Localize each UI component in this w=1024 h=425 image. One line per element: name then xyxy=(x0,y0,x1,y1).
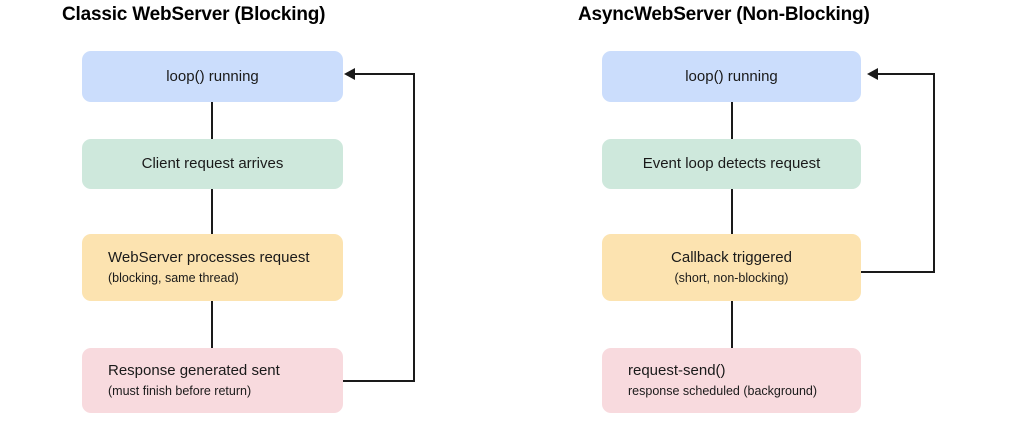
feedback-classic-top-segment xyxy=(353,73,415,75)
feedback-classic-bottom-segment xyxy=(343,380,415,382)
node-subtitle: (blocking, same thread) xyxy=(108,271,239,285)
feedback-async-arrow-icon xyxy=(867,68,878,80)
node-title: Event loop detects request xyxy=(642,155,821,172)
node-title: Response generated sent xyxy=(108,362,280,379)
node-subtitle: (must finish before return) xyxy=(108,384,252,398)
node-async-request-send[interactable]: request-send() response scheduled (backg… xyxy=(602,348,861,413)
node-subtitle: (short, non-blocking) xyxy=(674,271,789,285)
node-async-event-loop-detects-request[interactable]: Event loop detects request xyxy=(602,139,861,189)
node-title: loop() running xyxy=(166,67,259,85)
connector-classic-loop-to-request xyxy=(211,102,213,139)
node-title: Client request arrives xyxy=(141,155,284,172)
column-title-async: AsyncWebServer (Non-Blocking) xyxy=(578,4,870,25)
column-title-classic: Classic WebServer (Blocking) xyxy=(62,4,326,25)
feedback-async-bottom-segment xyxy=(861,271,935,273)
node-classic-response-generated-sent[interactable]: Response generated sent (must finish bef… xyxy=(82,348,343,413)
connector-classic-request-to-process xyxy=(211,189,213,234)
feedback-classic-vertical-segment xyxy=(413,74,415,382)
feedback-classic-arrow-icon xyxy=(344,68,355,80)
node-subtitle: response scheduled (background) xyxy=(628,384,818,398)
connector-classic-process-to-response xyxy=(211,301,213,348)
node-async-callback-triggered[interactable]: Callback triggered (short, non-blocking) xyxy=(602,234,861,301)
node-classic-client-request-arrives[interactable]: Client request arrives xyxy=(82,139,343,189)
feedback-async-top-segment xyxy=(876,73,935,75)
node-title: Callback triggered xyxy=(671,249,792,266)
node-title: loop() running xyxy=(685,67,778,85)
feedback-async-vertical-segment xyxy=(933,73,935,273)
node-title: WebServer processes request xyxy=(108,249,310,266)
node-title: request-send() xyxy=(628,362,726,379)
node-async-loop-running[interactable]: loop() running xyxy=(602,51,861,102)
node-classic-webserver-processes-request[interactable]: WebServer processes request (blocking, s… xyxy=(82,234,343,301)
connector-async-callback-to-send xyxy=(731,301,733,348)
connector-async-loop-to-detect xyxy=(731,102,733,139)
connector-async-detect-to-callback xyxy=(731,189,733,234)
node-classic-loop-running[interactable]: loop() running xyxy=(82,51,343,102)
